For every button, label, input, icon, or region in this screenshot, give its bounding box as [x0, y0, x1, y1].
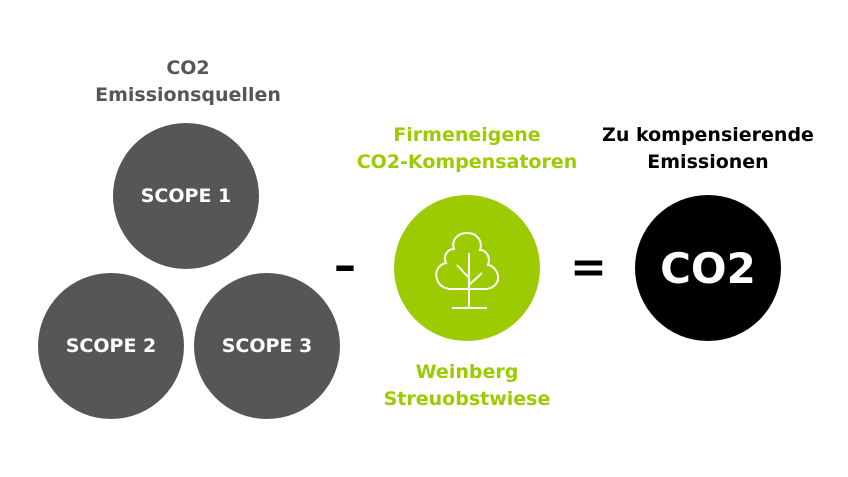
scope-1-circle: SCOPE 1: [113, 123, 259, 269]
result-title-line1: Zu kompensierende: [602, 124, 814, 146]
compensators-title: Firmeneigene CO2-Kompensatoren: [337, 122, 597, 176]
compensators-caption-line2: Streuobstwiese: [383, 388, 551, 410]
sources-title-line2: Emissionsquellen: [95, 84, 281, 106]
scope-2-label: SCOPE 2: [65, 335, 157, 357]
tree-icon: [435, 231, 500, 309]
compensators-title-line1: Firmeneigene: [393, 124, 541, 146]
scope-3-circle: SCOPE 3: [194, 273, 340, 419]
sources-title-line1: CO2: [166, 57, 210, 79]
minus-operator: –: [334, 240, 356, 291]
compensators-caption-line1: Weinberg: [415, 361, 519, 383]
compensator-circle: [394, 195, 540, 341]
compensators-title-line2: CO2-Kompensatoren: [356, 151, 578, 173]
scope-2-circle: SCOPE 2: [38, 273, 184, 419]
scope-3-label: SCOPE 3: [221, 335, 313, 357]
sources-title: CO2 Emissionsquellen: [58, 55, 318, 109]
scope-1-label: SCOPE 1: [140, 185, 232, 207]
compensators-caption: Weinberg Streuobstwiese: [337, 359, 597, 413]
result-title: Zu kompensierende Emissionen: [578, 122, 838, 176]
equals-operator: =: [570, 242, 607, 293]
co2-circle: CO2: [635, 195, 781, 341]
co2-label: CO2: [660, 243, 756, 293]
result-title-line2: Emissionen: [647, 151, 769, 173]
